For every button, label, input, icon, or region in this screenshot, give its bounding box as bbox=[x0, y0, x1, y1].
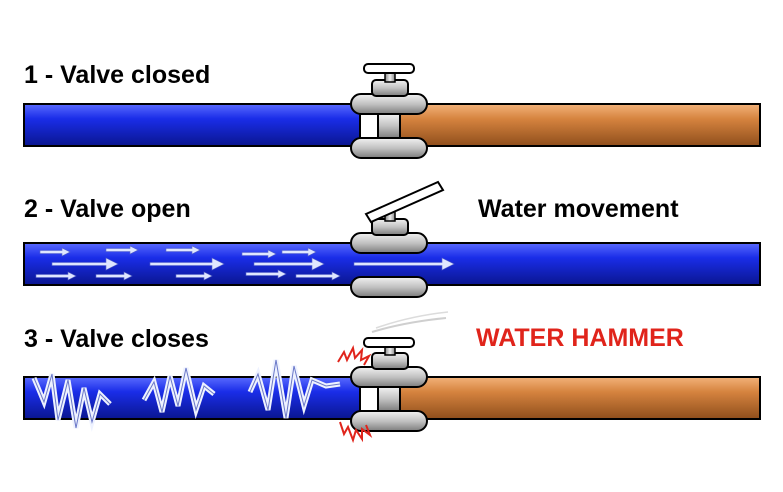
row-2-caption: Water movement bbox=[478, 195, 679, 223]
shockwave-line bbox=[143, 367, 215, 413]
flow-arrow-icon bbox=[245, 269, 287, 279]
handle-icon bbox=[364, 180, 445, 224]
row-1-valve-closed bbox=[23, 63, 761, 159]
valve-icon bbox=[350, 344, 428, 432]
flow-arrow-icon bbox=[149, 257, 225, 271]
copper-pipe bbox=[399, 376, 761, 420]
flow-arrow-icon bbox=[295, 271, 341, 281]
flow-arrow-icon bbox=[35, 271, 77, 281]
flow-arrow-icon bbox=[253, 257, 325, 271]
flow-arrow-icon bbox=[175, 271, 213, 281]
water-pipe bbox=[23, 103, 361, 147]
flow-arrow-icon bbox=[95, 271, 133, 281]
flow-arrow-icon bbox=[353, 257, 455, 271]
row-2-label: 2 - Valve open bbox=[24, 195, 191, 223]
row-2-valve-open bbox=[23, 180, 761, 298]
valve-icon bbox=[350, 210, 428, 298]
shockwave-line bbox=[249, 359, 341, 419]
shockwave-icon bbox=[31, 359, 341, 432]
flow-arrow-icon bbox=[39, 247, 71, 257]
flow-arrows bbox=[35, 245, 455, 281]
flow-arrow-icon bbox=[51, 257, 119, 271]
row-3-valve-closes bbox=[23, 311, 761, 444]
valve-icon bbox=[350, 71, 428, 159]
flow-arrow-icon bbox=[241, 249, 277, 259]
impact-burst-icon bbox=[337, 344, 373, 444]
shockwave-line bbox=[33, 373, 111, 429]
flow-arrow-icon bbox=[281, 247, 317, 257]
flow-arrow-icon bbox=[165, 245, 201, 255]
copper-pipe bbox=[399, 103, 761, 147]
handle-icon bbox=[363, 311, 449, 348]
row-3-caption: WATER HAMMER bbox=[476, 324, 684, 352]
row-1-label: 1 - Valve closed bbox=[24, 61, 211, 89]
row-3-label: 3 - Valve closes bbox=[24, 325, 209, 353]
handle-icon bbox=[363, 63, 415, 74]
flow-arrow-icon bbox=[105, 245, 139, 255]
